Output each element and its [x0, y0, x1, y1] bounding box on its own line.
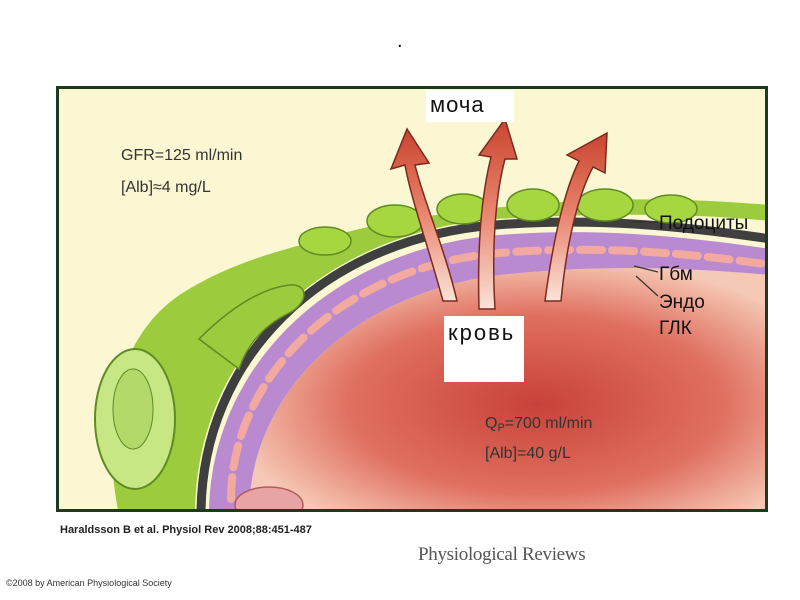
filtration-arrow-middle — [477, 117, 519, 310]
citation: Haraldsson B et al. Physiol Rev 2008;88:… — [60, 524, 312, 536]
copyright: ©2008 by American Physiological Society — [6, 578, 172, 588]
plasma-flow-subscript: P — [497, 422, 505, 434]
capillary-lumen — [249, 268, 765, 509]
urine-label: моча — [426, 90, 514, 122]
glk-label: ГЛК — [659, 318, 692, 339]
gbm-label: Гбм — [659, 264, 693, 285]
filtration-arrow-right — [544, 131, 608, 302]
podocyte-foot-processes — [298, 188, 698, 256]
mesangial-cell — [234, 486, 304, 509]
plasma-flow-value: =700 ml/min — [504, 415, 593, 432]
blood-label: кровь — [444, 316, 524, 382]
filtrate-albumin-label: [Alb]≈4 mg/L — [121, 179, 211, 196]
endo-label: Эндо — [659, 292, 705, 313]
basement-membrane — [196, 217, 765, 509]
glomerular-barrier-illustration — [94, 117, 765, 509]
plasma-albumin-label: [Alb]=40 g/L — [485, 445, 571, 462]
podocyte-layer — [111, 199, 765, 509]
slide-dot: . — [397, 30, 403, 52]
podocyte-nucleus — [112, 368, 154, 450]
journal-logo: Physiological Reviews — [418, 544, 586, 565]
plasma-flow-label: QP=700 ml/min — [485, 415, 592, 434]
journal-logo-panel — [406, 525, 762, 581]
label-leader-lines — [630, 221, 659, 297]
filtration-arrows — [389, 117, 608, 310]
gfr-label: GFR=125 ml/min — [121, 147, 243, 164]
glomerular-barrier-figure: GFR=125 ml/min [Alb]≈4 mg/L QP=700 ml/mi… — [56, 86, 768, 512]
plasma-flow-symbol: Q — [485, 415, 498, 432]
podocytes-label: Подоциты — [659, 213, 749, 234]
filtration-arrow-left — [389, 127, 458, 302]
endothelial-fenestrae — [227, 245, 765, 503]
podocyte-branch — [197, 284, 305, 371]
